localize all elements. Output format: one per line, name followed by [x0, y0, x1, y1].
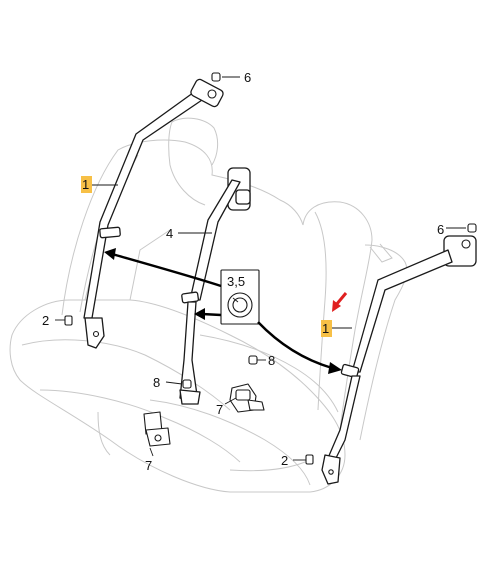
callout-nut-top-left: 6	[244, 70, 251, 85]
highlight-right	[321, 320, 332, 337]
rear-seat-outline	[9, 117, 408, 493]
nut-center-right	[248, 355, 258, 365]
callout-bolt-lower-left: 2	[42, 313, 49, 328]
callout-nut-center-right: 8	[268, 353, 275, 368]
cover-detail-box	[220, 269, 260, 325]
callout-belt-right: 1	[322, 321, 329, 336]
callout-belt-left: 1	[82, 177, 89, 192]
nut-top-left	[211, 72, 221, 82]
highlight-left	[81, 176, 92, 193]
callout-buckle-center: 7	[216, 402, 223, 417]
nut-center-left	[182, 379, 192, 389]
seat-belt-left	[83, 78, 224, 349]
callout-nut-right: 6	[437, 222, 444, 237]
callout-bolt-lower-right: 2	[281, 453, 288, 468]
buckle-center	[229, 383, 265, 413]
nut-right	[467, 223, 477, 233]
seat-belt-right	[321, 235, 477, 485]
red-arrow-icon	[332, 292, 348, 312]
callout-buckle-left: 7	[145, 458, 152, 473]
buckle-left	[143, 411, 171, 447]
bolt-lower-right	[305, 454, 314, 465]
callout-cover-ref: 3,5	[227, 274, 245, 289]
detail-arrows	[104, 248, 342, 374]
seat-belt-center	[179, 167, 251, 405]
callout-belt-center: 4	[166, 226, 173, 241]
callout-nut-center-left: 8	[153, 375, 160, 390]
leader-lines	[55, 76, 466, 461]
callout-labels: 6 1 4 3,5 6 1 2 8 8 7 7 2	[42, 70, 444, 473]
bolt-lower-left	[64, 315, 73, 326]
